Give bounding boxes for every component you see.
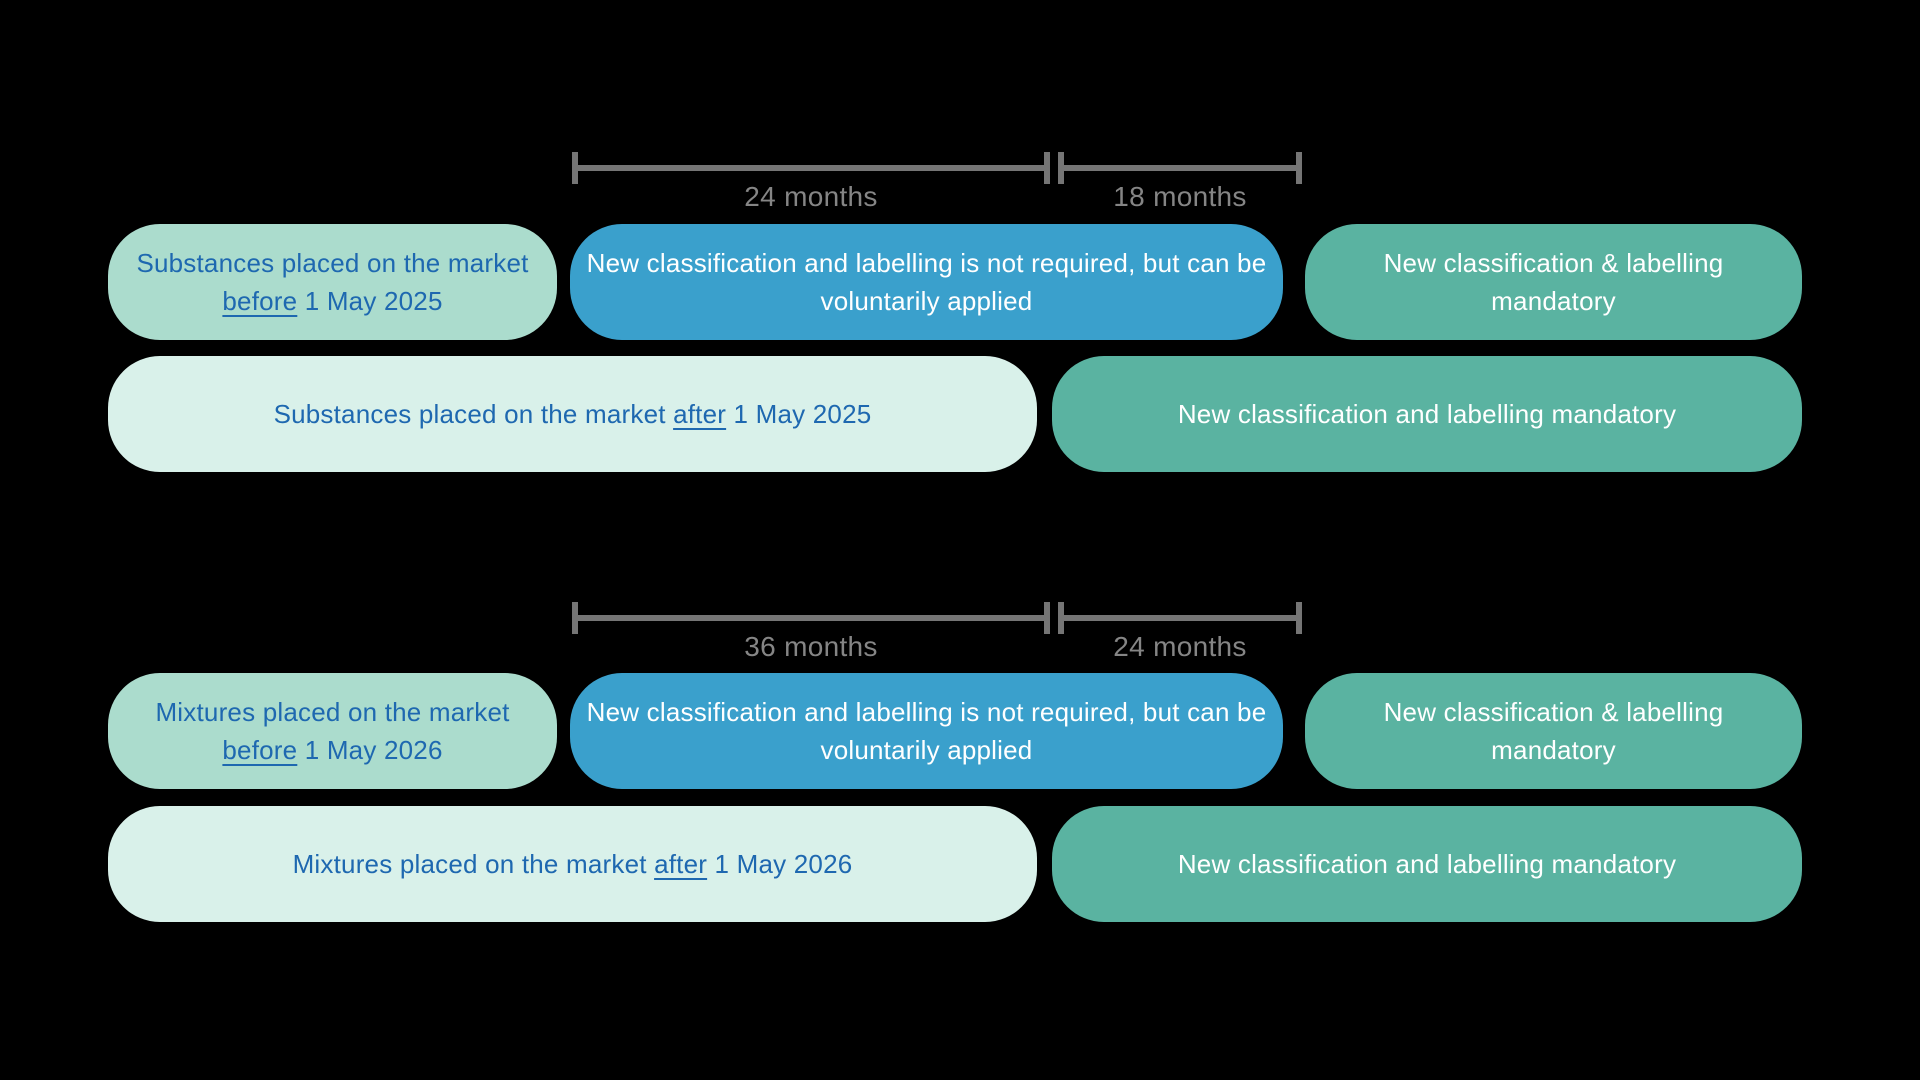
- ruler-tick: [572, 152, 578, 184]
- date-text: 1 May 2025: [297, 286, 443, 316]
- mixtures-before-line1: Mixtures placed on the market: [155, 697, 510, 727]
- ruler-line: [1058, 615, 1302, 621]
- mixtures-voluntary-box: New classification and labelling is not …: [570, 673, 1283, 789]
- mixtures-after-text: Mixtures placed on the market after 1 Ma…: [293, 845, 853, 883]
- date-text: 1 May 2026: [707, 849, 853, 879]
- mixtures-duration-label-1: 36 months: [744, 631, 878, 662]
- mandatory-line2: mandatory: [1491, 286, 1616, 316]
- mixtures-ruler-segment-2: [1058, 602, 1302, 634]
- mixtures-ruler-segment-1: [572, 602, 1050, 634]
- substances-duration-label-1: 24 months: [744, 181, 878, 212]
- ruler-line: [572, 165, 1050, 171]
- mixtures-after-box: Mixtures placed on the market after 1 Ma…: [108, 806, 1037, 922]
- substances-mandatory-long-text: New classification and labelling mandato…: [1177, 399, 1677, 429]
- ruler-tick: [1296, 152, 1302, 184]
- mixtures-mandatory-short-box: New classification & labelling mandatory: [1305, 673, 1802, 789]
- substances-ruler-segment-2: [1058, 152, 1302, 184]
- date-text: 1 May 2026: [297, 735, 443, 765]
- mixtures-voluntary-text: New classification and labelling is not …: [586, 697, 1267, 765]
- subject-prefix: Mixtures placed on the market: [292, 849, 655, 879]
- ruler-tick: [1296, 602, 1302, 634]
- substances-after-box: Substances placed on the market after 1 …: [108, 356, 1037, 472]
- substances-voluntary-box: New classification and labelling is not …: [570, 224, 1283, 340]
- mixtures-mandatory-long-text: New classification and labelling mandato…: [1177, 849, 1677, 879]
- ruler-line: [572, 615, 1050, 621]
- mixtures-mandatory-long-box: New classification and labelling mandato…: [1052, 806, 1802, 922]
- subject-prefix: Substances placed on the market: [273, 399, 674, 429]
- substances-before-line1: Substances placed on the market: [136, 248, 529, 278]
- substances-duration-label-2: 18 months: [1113, 181, 1247, 212]
- date-text: 1 May 2025: [726, 399, 872, 429]
- substances-before-box: Substances placed on the market before 1…: [108, 224, 557, 340]
- mandatory-line1: New classification & labelling: [1383, 248, 1724, 278]
- substances-after-text: Substances placed on the market after 1 …: [274, 395, 872, 433]
- mixtures-before-box: Mixtures placed on the market before 1 M…: [108, 673, 557, 789]
- ruler-tick: [1044, 152, 1050, 184]
- ruler-tick: [572, 602, 578, 634]
- underlined-word: before: [222, 286, 298, 316]
- mandatory-line2: mandatory: [1491, 735, 1616, 765]
- ruler-tick: [1058, 602, 1064, 634]
- substances-mandatory-short-box: New classification & labelling mandatory: [1305, 224, 1802, 340]
- ruler-tick: [1058, 152, 1064, 184]
- mixtures-duration-label-2: 24 months: [1113, 631, 1247, 662]
- mandatory-line1: New classification & labelling: [1383, 697, 1724, 727]
- substances-before-line2: before 1 May 2025: [222, 282, 442, 320]
- underlined-word: before: [222, 735, 298, 765]
- ruler-tick: [1044, 602, 1050, 634]
- substances-mandatory-long-box: New classification and labelling mandato…: [1052, 356, 1802, 472]
- substances-ruler-segment-1: [572, 152, 1050, 184]
- underlined-word: after: [673, 399, 727, 429]
- substances-voluntary-text: New classification and labelling is not …: [586, 248, 1267, 316]
- underlined-word: after: [654, 849, 708, 879]
- ruler-line: [1058, 165, 1302, 171]
- mixtures-before-line2: before 1 May 2026: [222, 731, 442, 769]
